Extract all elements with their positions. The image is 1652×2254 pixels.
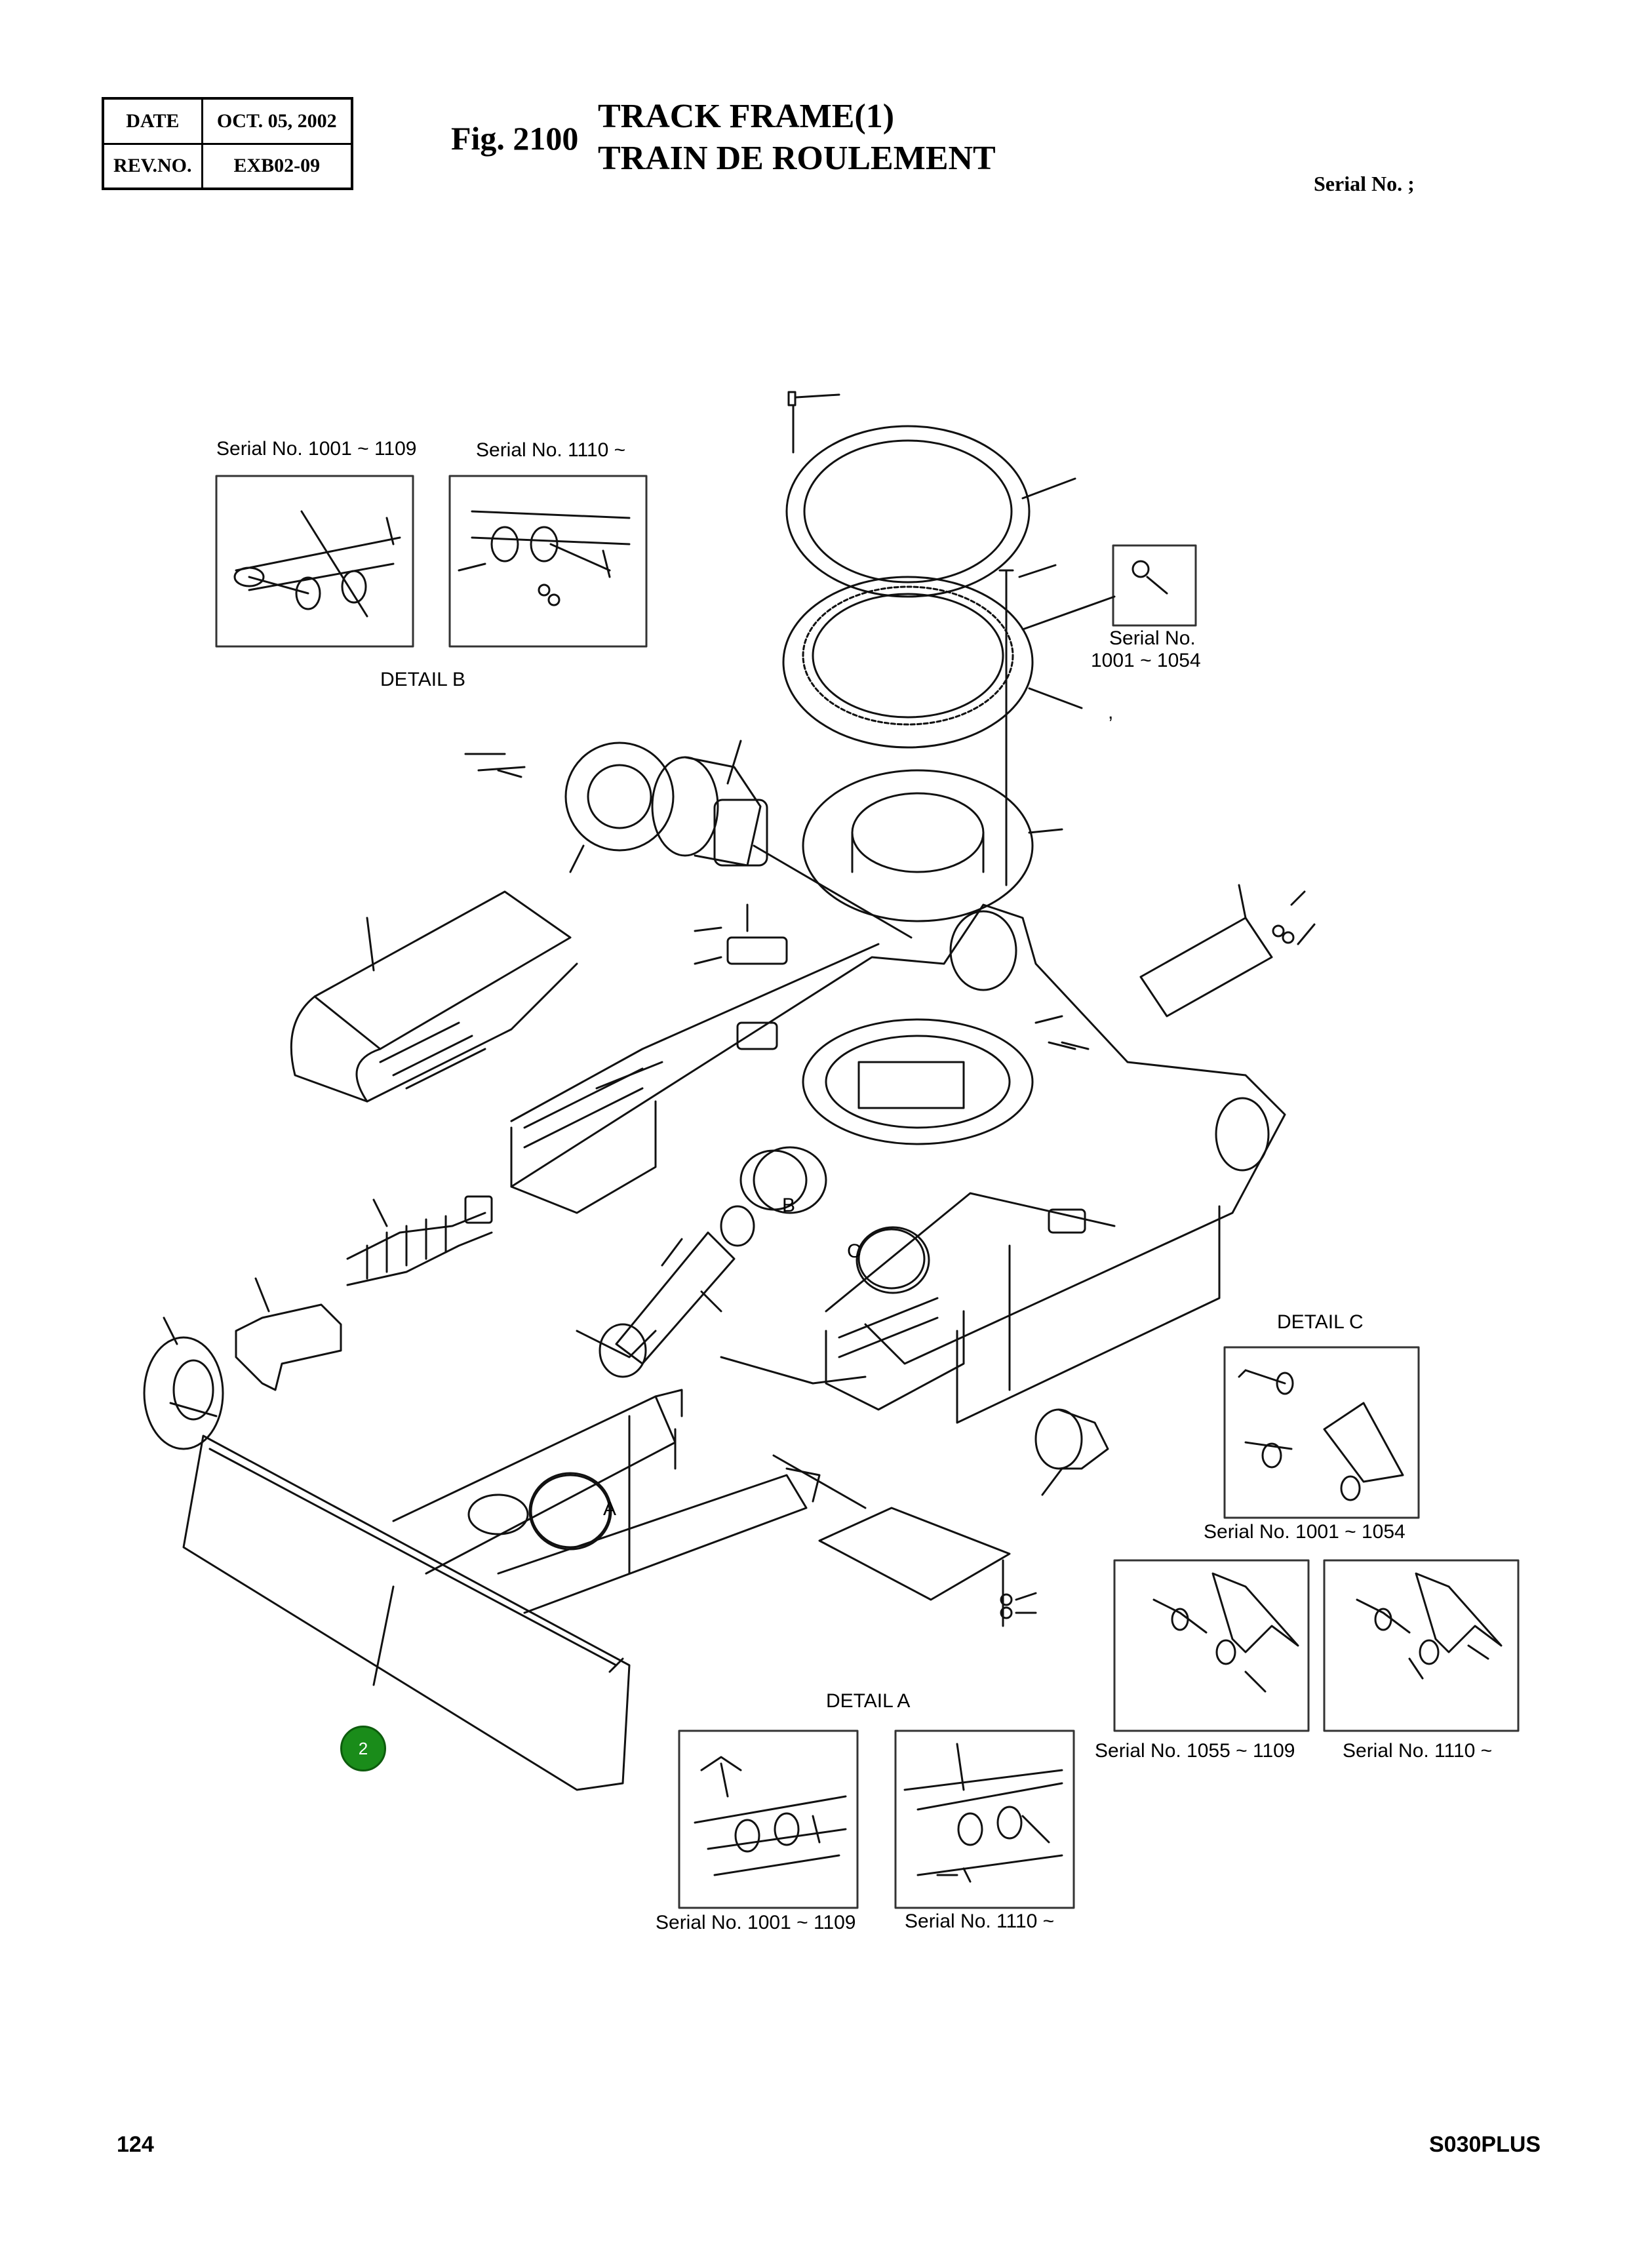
detail-c-drawing [1223, 1346, 1420, 1519]
detail-c-right-drawing [1323, 1559, 1520, 1732]
rev-value: EXB02-09 [201, 142, 353, 190]
rubber-track [290, 890, 578, 1103]
detail-a-left-serial: Serial No. 1001 ~ 1109 [656, 1912, 856, 1933]
swing-bearing-ring [785, 391, 1076, 598]
detail-b-marker: B [782, 1195, 796, 1216]
travel-motor [651, 740, 913, 939]
detail-b-right-drawing [448, 475, 648, 648]
frame-pads [694, 903, 1090, 1234]
comma-mark: , [1108, 702, 1114, 723]
detail-a-right-serial: Serial No. 1110 ~ [905, 1910, 1055, 1932]
part-callout-2[interactable]: 2 [340, 1726, 386, 1771]
page-number: 124 [117, 2132, 154, 2157]
blade-cylinder [576, 1205, 755, 1378]
detail-a-left-drawing [678, 1730, 859, 1909]
turntable-plate [802, 769, 1063, 922]
rev-label: REV.NO. [102, 142, 203, 190]
model-name: S030PLUS [1429, 2132, 1541, 2157]
detail-c-serial: Serial No. 1001 ~ 1054 [1204, 1521, 1406, 1543]
detail-a-marker: A [603, 1498, 617, 1520]
track-roller [1034, 1408, 1109, 1496]
detail-a-label: DETAIL A [826, 1690, 911, 1712]
page-title: TRACK FRAME(1) [598, 98, 895, 135]
cover-plate-right [1139, 884, 1316, 1018]
detail-c-right-serial: Serial No. 1110 ~ [1343, 1740, 1493, 1762]
track-frame [510, 903, 1286, 1424]
detail-markers [528, 1146, 930, 1551]
detail-c-left-serial: Serial No. 1055 ~ 1109 [1095, 1740, 1295, 1762]
detail-b-right-serial: Serial No. 1110 ~ [476, 439, 626, 461]
date-label: DATE [102, 97, 203, 145]
sprocket [464, 741, 675, 873]
detail-c-label: DETAIL C [1277, 1311, 1364, 1333]
idler-yoke [235, 1277, 342, 1391]
bottom-cover-plate [818, 1507, 1037, 1627]
dozer-blade [182, 1356, 867, 1791]
page-subtitle: TRAIN DE ROULEMENT [598, 140, 996, 177]
turntable-serial-label: Serial No. [1109, 627, 1196, 649]
recoil-spring [346, 1195, 493, 1286]
turntable-serial-range: 1001 ~ 1054 [1091, 650, 1201, 671]
bolt-and-grease-fitting [998, 544, 1197, 886]
detail-c-marker: C [847, 1240, 861, 1262]
date-value: OCT. 05, 2002 [201, 97, 353, 145]
detail-c-left-drawing [1113, 1559, 1310, 1732]
detail-a-right-drawing [894, 1730, 1075, 1909]
detail-b-label: DETAIL B [380, 669, 466, 690]
detail-b-left-serial: Serial No. 1001 ~ 1109 [216, 438, 417, 460]
revision-table: DATE OCT. 05, 2002 REV.NO. EXB02-09 [102, 97, 353, 190]
swing-gear-ring [782, 576, 1116, 749]
serial-number-label: Serial No. ; [1314, 172, 1415, 195]
detail-b-left-drawing [215, 475, 414, 648]
front-idler [143, 1316, 224, 1450]
figure-number: Fig. 2100 [451, 120, 579, 157]
